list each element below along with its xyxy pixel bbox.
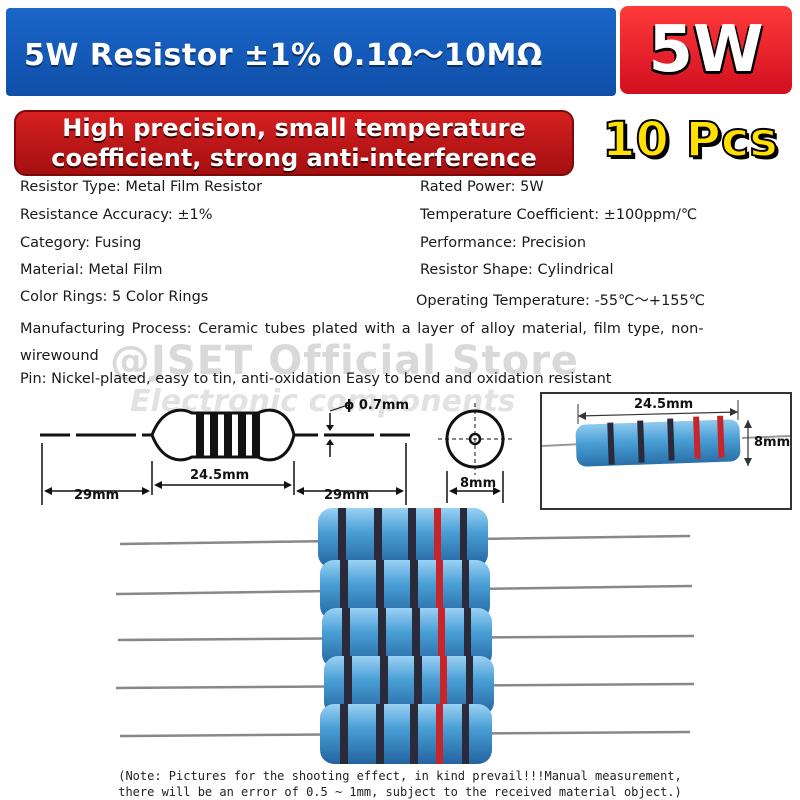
spec-rated-power: Rated Power: 5W [420,179,544,195]
feature-line-1: High precision, small temperature [62,114,526,142]
inset-resistor-body [575,419,741,467]
spec-pin: Pin: Nickel-plated, easy to tin, anti-ox… [20,371,612,387]
watermark-store: @JSET Official Store [110,338,580,384]
left-lead-label: 29mm [74,488,119,503]
power-badge: 5W [620,6,792,94]
spec-material: Material: Metal Film [20,262,163,278]
inset-length-label: 24.5mm [634,397,693,412]
band-1 [196,413,204,457]
product-title: 5W Resistor ±1% 0.1Ω～10MΩ [24,38,543,73]
spec-shape: Resistor Shape: Cylindrical [420,262,614,278]
band-3 [224,413,232,457]
resistor-outline [150,408,296,462]
right-lead-label: 29mm [324,488,369,503]
color-bands [196,413,260,457]
spec-temp-coefficient: Temperature Coefficient: ±100ppm/℃ [420,207,698,223]
spec-operating-temp: Operating Temperature: -55℃～+155℃ [416,293,706,309]
spec-resistor-type: Resistor Type: Metal Film Resistor [20,179,263,195]
resistor-stack-photo [115,508,695,764]
spec-performance: Performance: Precision [420,235,587,251]
resistor-1 [119,508,691,568]
band-4 [238,413,246,457]
note-line-2: there will be an error of 0.5 ~ 1mm, sub… [118,785,682,799]
quantity-label: 10 Pcs [585,108,795,172]
resistor-2 [115,560,693,620]
spec-color-rings: Color Rings: 5 Color Rings [20,289,209,305]
spec-process: Manufacturing Process: Ceramic tubes pla… [20,321,704,364]
band-5 [252,413,260,457]
power-badge-text: 5W [648,13,764,87]
spec-accuracy: Resistance Accuracy: ±1% [20,207,213,223]
feature-line-2: coefficient, strong anti-interference [51,144,537,172]
resistor-5 [119,704,691,764]
inset-diameter-label: 8mm [754,435,790,450]
dimension-diagram: ϕ 0.7mm 24.5mm 29mm 29mm 8mm [40,398,512,505]
title-banner: 5W Resistor ±1% 0.1Ω～10MΩ [6,8,616,96]
disclaimer-note: (Note: Pictures for the shooting effect,… [0,768,800,800]
resistor-4 [115,656,695,716]
band-2 [210,413,218,457]
body-length-label: 24.5mm [190,468,249,483]
quantity-text: 10 Pcs [601,112,779,168]
inset-photo: 24.5mm 8mm [540,392,792,510]
spec-category: Category: Fusing [20,235,142,251]
feature-banner: High precision, small temperature coeffi… [14,110,574,176]
note-line-1: (Note: Pictures for the shooting effect,… [118,769,682,783]
lead-diameter-label: ϕ 0.7mm [344,398,409,413]
end-diameter-label: 8mm [460,476,496,491]
resistor-3 [117,608,695,668]
